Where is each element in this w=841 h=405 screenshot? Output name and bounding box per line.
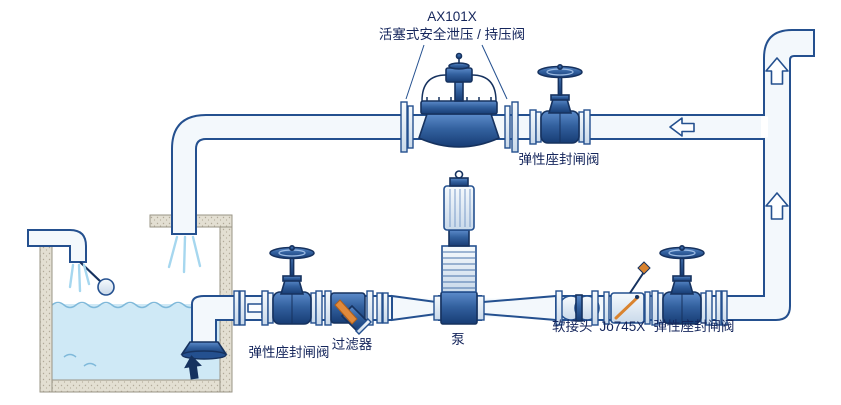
tank-wall-top-left xyxy=(149,214,173,228)
tank-wall-left xyxy=(39,239,53,393)
label-strainer: 过滤器 xyxy=(332,337,373,352)
vertical-pump xyxy=(433,170,485,325)
relief-valve-ax101x xyxy=(400,52,519,153)
pilot-tube-left xyxy=(421,74,447,102)
float-ball xyxy=(97,278,115,296)
pilot-body xyxy=(445,67,473,83)
suction-bottom-riser-pipe xyxy=(191,29,815,346)
indicator-stem xyxy=(454,81,464,102)
suction-reducer xyxy=(391,293,438,323)
bonnet-cover xyxy=(420,100,498,115)
discharge-diffuser xyxy=(482,293,558,323)
pilot-valve-icon xyxy=(637,261,651,275)
motor-cap xyxy=(449,177,469,187)
pilot-tube-right xyxy=(471,74,497,102)
flow-arrow-up-1 xyxy=(765,57,789,85)
label-relief-name: 活塞式安全泄压 / 持压阀 xyxy=(379,26,525,42)
suction-arrow-up xyxy=(184,355,202,380)
y-strainer xyxy=(324,290,374,335)
gate-valve-top xyxy=(529,64,591,145)
water-spray xyxy=(68,235,202,293)
leader-line-left xyxy=(405,44,425,100)
check-valve-jo745x xyxy=(603,261,651,325)
gate-valve-discharge xyxy=(651,245,713,326)
label-flex-joint: 软接头 xyxy=(552,318,593,334)
lifting-ring-icon xyxy=(454,170,464,179)
gate-valve-suction xyxy=(261,245,323,326)
pump-stage-stack xyxy=(441,245,477,293)
label-check-model: Jo745X xyxy=(600,319,646,334)
tank-outlet-flange xyxy=(233,290,246,326)
strainer-outlet-flanges xyxy=(376,292,389,324)
label-relief-model: AX101X xyxy=(427,9,477,24)
valve-body xyxy=(418,113,500,148)
tank-wall-top-right xyxy=(195,214,233,228)
pump-coupling xyxy=(448,229,470,247)
suction-bell xyxy=(180,341,228,380)
inlet-pipe xyxy=(27,229,87,263)
pilot-stem xyxy=(629,271,645,294)
flow-arrow-up-2 xyxy=(765,192,789,220)
label-flex-joint-and-check: 软接头 Jo745X xyxy=(552,318,645,334)
tank-wall-bottom xyxy=(39,379,233,393)
leader-line-right xyxy=(481,44,508,100)
label-gate-valve-suction: 弹性座封闸阀 xyxy=(249,345,330,360)
label-gate-valve-discharge: 弹性座封闸阀 xyxy=(654,319,735,334)
strainer-screen xyxy=(334,299,358,325)
flow-arrow-left xyxy=(669,117,695,137)
pump-casing xyxy=(440,291,478,325)
label-pump: 泵 xyxy=(451,332,465,347)
tank-wall-right-upper xyxy=(219,226,233,297)
flexible-joint xyxy=(555,290,600,326)
pipe-junction-patch xyxy=(761,116,768,138)
label-gate-valve-top: 弹性座封闸阀 xyxy=(519,152,600,167)
riser-inlet-flanges xyxy=(715,290,728,326)
check-disc xyxy=(614,295,640,320)
